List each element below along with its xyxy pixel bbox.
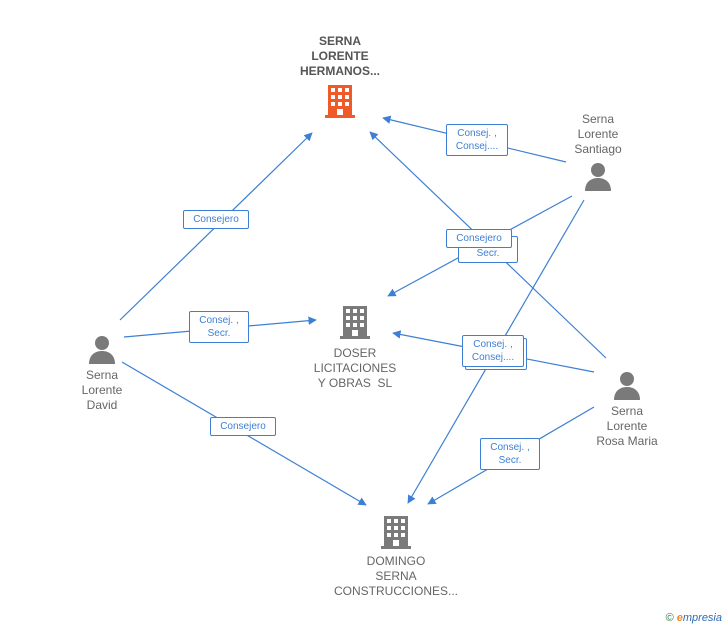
person-name-line: Santiago (574, 142, 622, 156)
company-name-line: DOMINGO (366, 554, 426, 568)
relation-role: Consej.... (455, 141, 499, 152)
person-node-santiago[interactable]: Serna Lorente Santiago (560, 112, 636, 191)
relation-role: Secr. (476, 248, 500, 259)
relation-label-david-main[interactable]: Consejero (183, 210, 249, 229)
copyright-icon: © (665, 612, 674, 624)
relation-role: Consejero (220, 421, 266, 432)
relation-label-david-domingo[interactable]: Consejero (210, 417, 276, 436)
person-name-line: Serna (610, 404, 644, 418)
company-name-line: SERNA (318, 34, 361, 48)
relation-label-santiago-main[interactable]: Consej. , Consej.... (446, 124, 508, 156)
company-name-line: DOSER (333, 346, 377, 360)
relation-label-david-doser[interactable]: Consej. , Secr. (189, 311, 249, 343)
person-name-line: David (86, 398, 118, 412)
building-icon (325, 85, 355, 118)
person-name-line: Lorente (606, 419, 648, 433)
building-icon (340, 306, 370, 339)
person-icon (585, 163, 611, 191)
person-name-line: Serna (581, 112, 615, 126)
relation-role: Consejero (456, 233, 502, 244)
brand-logo-text: mpresia (682, 612, 722, 624)
person-node-rosa-maria[interactable]: Serna Lorente Rosa Maria (584, 370, 670, 449)
company-node-doser-licitaciones[interactable]: DOSER LICITACIONES Y OBRAS SL (300, 304, 410, 391)
company-name-line: Y OBRAS SL (317, 376, 393, 390)
company-name-line: LICITACIONES (313, 361, 397, 375)
brand-logo-e: e (676, 612, 683, 624)
company-node-domingo-serna[interactable]: DOMINGO SERNA CONSTRUCCIONES... (326, 514, 466, 599)
building-icon (381, 516, 411, 549)
relation-role: Consej. , (490, 442, 530, 453)
relation-role: Consej.... (471, 352, 515, 363)
person-node-david[interactable]: Serna Lorente David (64, 334, 140, 413)
relation-label-rosa-domingo[interactable]: Consej. , Secr. (480, 438, 540, 470)
relation-role: Consej. , (473, 339, 513, 350)
company-name-line: HERMANOS... (299, 64, 380, 78)
company-name-line: SERNA (375, 569, 417, 583)
person-name-line: Lorente (577, 127, 619, 141)
person-icon (614, 372, 640, 400)
relation-role: Consejero (193, 214, 239, 225)
person-name-line: Rosa Maria (596, 434, 658, 448)
brand-footer: © empresia (666, 612, 722, 624)
relation-role: Consej. , (457, 128, 497, 139)
company-name-line: LORENTE (311, 49, 369, 63)
relation-role: Secr. (498, 455, 522, 466)
relation-label-santiago-doser-consejero[interactable]: Consejero (446, 229, 512, 248)
person-name-line: Serna (85, 368, 119, 382)
company-name-line: CONSTRUCCIONES... (333, 584, 458, 598)
company-node-serna-lorente-hermanos[interactable]: SERNA LORENTE HERMANOS... (282, 34, 398, 119)
relation-label-rosa-doser[interactable]: Consej. , Consej.... (462, 335, 524, 367)
relation-role: Consej. , (199, 315, 239, 326)
person-icon (89, 336, 115, 364)
person-name-line: Lorente (81, 383, 123, 397)
relation-role: Secr. (207, 328, 231, 339)
